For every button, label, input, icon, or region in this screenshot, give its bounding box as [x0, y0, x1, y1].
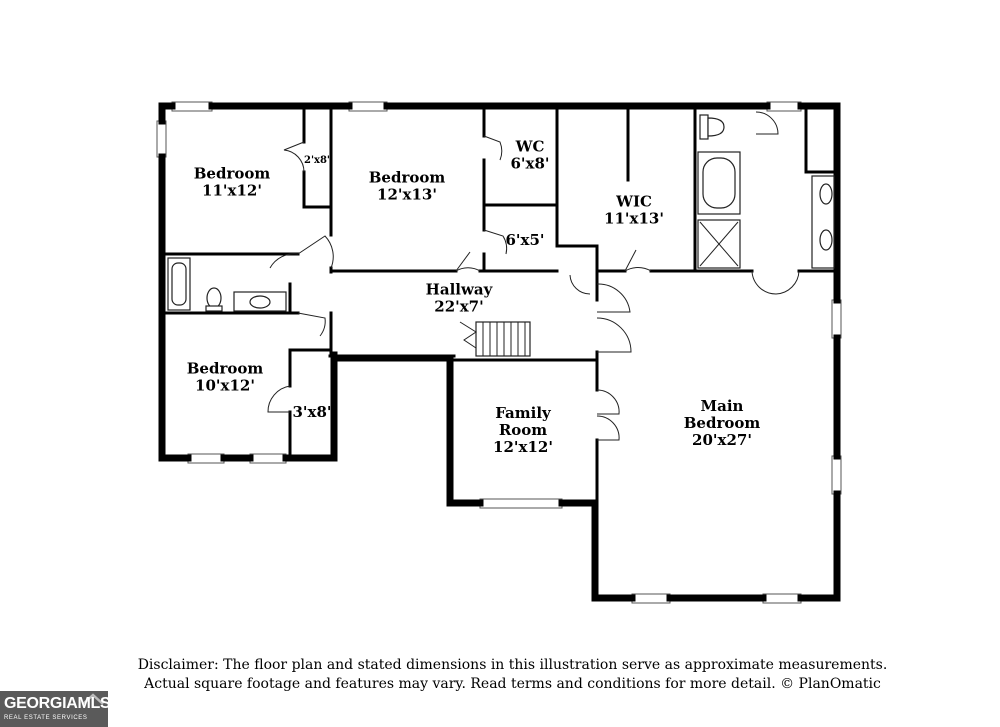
room-label-line: 12'x13': [377, 186, 437, 204]
georgia-mls-logo: GEORGIAMLS REAL ESTATE SERVICES: [0, 691, 111, 727]
room-label-line: Family: [495, 404, 552, 422]
roof-icon: [82, 693, 104, 705]
room-label-line: Room: [499, 421, 547, 439]
room-label-line: 20'x27': [692, 431, 752, 449]
staircase: [459, 321, 531, 357]
room-label-line: 11'x13': [604, 210, 664, 228]
disclaimer-line-1: Disclaimer: The floor plan and stated di…: [137, 657, 888, 673]
room-label-line: 6'x5': [505, 231, 544, 249]
disclaimer-line-2: Actual square footage and features may v…: [144, 676, 881, 692]
logo-wordmark: GEORGIAMLS: [4, 695, 111, 712]
room-label-line: WIC: [615, 193, 652, 211]
room-label-line: Bedroom: [194, 165, 271, 183]
room-label-line: Bedroom: [684, 414, 761, 432]
room-label-line: 22'x7': [434, 298, 483, 316]
room-label-line: Bedroom: [187, 360, 264, 378]
doors: [267, 135, 800, 441]
room-label-line: 11'x12': [202, 182, 262, 200]
room-label-closet-2: 6'x5': [505, 231, 544, 249]
room-label-line: 10'x12': [195, 377, 255, 395]
room-label-line: 6'x8': [510, 155, 549, 173]
room-label-closet-3: 3'x8': [292, 403, 331, 421]
interior-walls: [164, 108, 835, 502]
room-label-line: 3'x8': [292, 403, 331, 421]
bath-fixtures: [167, 111, 835, 312]
disclaimer: Disclaimer: The floor plan and stated di…: [0, 656, 1000, 694]
logo-tagline: REAL ESTATE SERVICES: [4, 715, 88, 721]
exterior-walls: [158, 102, 841, 602]
room-label-line: WC: [515, 138, 545, 156]
room-label-line: Bedroom: [369, 169, 446, 187]
room-label-line: Main: [701, 397, 744, 415]
room-label-line: 12'x12': [493, 438, 553, 456]
room-label-line: 2'x8': [304, 155, 330, 166]
room-label-closet-1: 2'x8': [304, 155, 330, 166]
room-label-line: Hallway: [426, 281, 494, 299]
